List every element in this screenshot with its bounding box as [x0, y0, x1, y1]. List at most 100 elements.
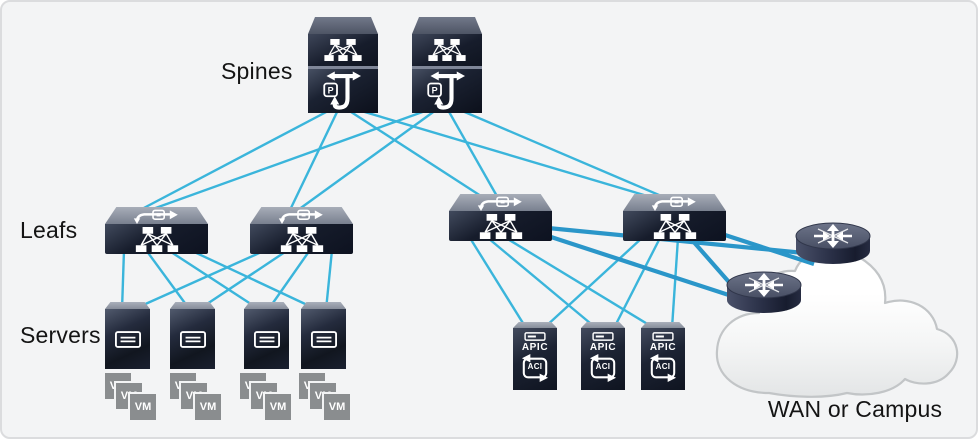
aci-label: ACI	[527, 362, 543, 371]
server-front	[105, 309, 150, 369]
link-spine-1-leaf-4	[357, 108, 655, 200]
aci-badge: ACI	[519, 354, 551, 382]
router-icon	[795, 222, 871, 264]
spine-switch-2	[412, 17, 482, 113]
leaf-switch-1	[105, 207, 208, 254]
drive-slit-icon	[524, 332, 546, 341]
router-1	[793, 221, 873, 269]
apic-controller-1: APIC ACI	[513, 322, 557, 390]
vm-stack-2: VM VM VM	[170, 373, 224, 423]
server-front	[244, 309, 289, 369]
flow-arrow-icon	[647, 195, 703, 211]
leaf-front-face	[449, 211, 552, 241]
vm-stack-3: VM VM VM	[240, 373, 294, 423]
leaf-top-face	[105, 207, 208, 224]
server-bezel-icon	[311, 331, 337, 348]
servers-label: Servers	[20, 322, 101, 348]
link-spine-1-leaf-1	[139, 108, 331, 212]
leaf-switch-3	[449, 194, 552, 241]
aci-label: ACI	[655, 362, 671, 371]
policy-arrow-icon	[322, 70, 364, 112]
aci-badge: ACI	[587, 354, 619, 382]
vm-badge: VM	[324, 394, 350, 420]
link-leaf-2-server-1	[131, 248, 267, 312]
spine-top-face	[412, 17, 482, 34]
server-1	[105, 302, 150, 369]
link-leaf-2-server-2	[197, 249, 289, 311]
apic-controller-3: APIC ACI	[641, 322, 685, 390]
server-2	[170, 302, 215, 369]
server-front	[170, 309, 215, 369]
server-bezel-icon	[254, 331, 280, 348]
spines-label: Spines	[221, 58, 293, 84]
spine-routing-panel	[412, 69, 482, 113]
vm-badge: VM	[195, 394, 221, 420]
leaf-front-face	[623, 211, 726, 241]
vm-stack-1: VM VM VM	[105, 373, 159, 423]
link-leaf-1-server-3	[167, 248, 261, 312]
router-icon	[726, 271, 802, 313]
leaf-front-face	[105, 224, 208, 254]
mesh-icon	[651, 214, 699, 239]
link-leaf-1-server-1	[120, 249, 126, 311]
mesh-icon	[133, 227, 181, 252]
drive-slit-icon	[592, 332, 614, 341]
apic-top-face	[513, 322, 557, 328]
mesh-icon	[477, 214, 525, 239]
link-spine-1-leaf-2	[288, 109, 340, 211]
link-leaf-3-router-2	[547, 234, 745, 302]
apic-label: APIC	[521, 342, 549, 353]
vm-stack-4: VM VM VM	[299, 373, 353, 423]
server-front	[301, 309, 346, 369]
flow-arrow-icon	[129, 208, 185, 224]
server-top-face	[170, 302, 215, 309]
apic-top-face	[641, 322, 685, 328]
link-spine-2-leaf-2	[297, 109, 437, 211]
leaf-switch-2	[250, 207, 353, 254]
link-leaf-3-apic-2	[487, 237, 597, 329]
link-spine-1-leaf-3	[347, 108, 485, 200]
leaf-top-face	[623, 194, 726, 211]
apic-controller-2: APIC ACI	[581, 322, 625, 390]
leaf-switch-4	[623, 194, 726, 241]
wan-label: WAN or Campus	[767, 396, 943, 422]
apic-label: APIC	[649, 342, 677, 353]
apic-front: APIC ACI	[641, 328, 685, 390]
link-spine-2-leaf-4	[459, 108, 667, 200]
server-top-face	[105, 302, 150, 309]
link-leaf-2-server-4	[324, 249, 334, 311]
spine-mesh-panel	[308, 34, 378, 69]
link-leaf-3-apic-3	[505, 236, 655, 330]
router-2	[724, 270, 804, 318]
spine-routing-panel	[308, 69, 378, 113]
link-leaf-4-apic-3	[670, 237, 680, 329]
flow-arrow-icon	[473, 195, 529, 211]
server-top-face	[301, 302, 346, 309]
spine-mesh-panel	[412, 34, 482, 69]
mesh-icon	[428, 39, 466, 61]
leaf-front-face	[250, 224, 353, 254]
leaf-top-face	[449, 194, 552, 211]
link-leaf-3-apic-1	[468, 237, 528, 329]
policy-arrow-icon	[426, 70, 468, 112]
vm-badge: VM	[265, 394, 291, 420]
spine-switch-1	[308, 17, 378, 113]
apic-front: APIC ACI	[513, 328, 557, 390]
mesh-icon	[324, 39, 362, 61]
link-spine-2-leaf-3	[446, 109, 500, 199]
server-bezel-icon	[180, 331, 206, 348]
mesh-icon	[278, 227, 326, 252]
link-leaf-1-server-2	[145, 249, 191, 311]
link-spine-2-leaf-1	[149, 108, 429, 212]
link-leaf-2-server-3	[267, 249, 311, 311]
aci-badge: ACI	[647, 354, 679, 382]
drive-slit-icon	[652, 332, 674, 341]
server-3	[244, 302, 289, 369]
leaf-top-face	[250, 207, 353, 224]
link-leaf-1-server-4	[189, 248, 319, 312]
link-leaf-4-apic-2	[612, 237, 662, 329]
aci-label: ACI	[595, 362, 611, 371]
server-top-face	[244, 302, 289, 309]
leafs-label: Leafs	[20, 217, 78, 243]
